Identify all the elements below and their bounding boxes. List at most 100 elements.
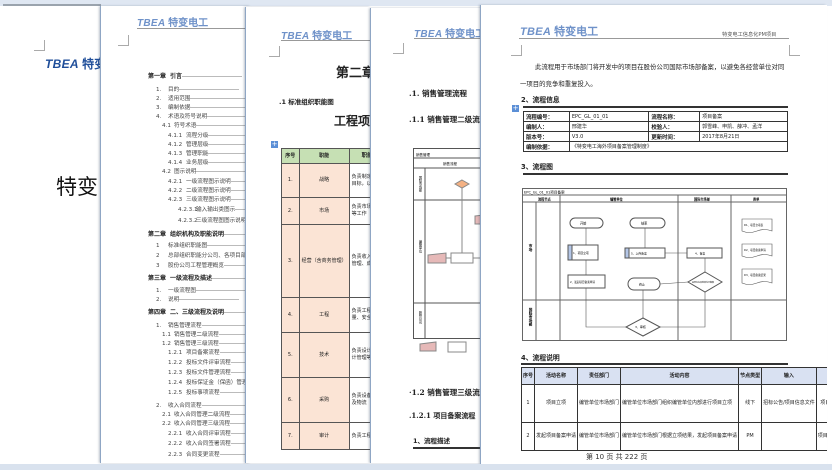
- toc-entry[interactable]: 2.适用范围: [156, 94, 251, 102]
- subsection-heading: 1、流程描述: [413, 437, 451, 445]
- toc-leader: [219, 392, 251, 393]
- toc-number: 1.: [156, 87, 162, 93]
- toc-leader: [218, 334, 251, 335]
- margin-mark: [269, 46, 280, 57]
- field-label: 流程编号：: [523, 111, 570, 122]
- toc-entry[interactable]: 2 总部组织职能分公司、各项目部: [156, 251, 251, 259]
- cell-desc: 负责制定公司战略规划、项目目标，以及投资决策: [348, 163, 371, 198]
- margin-mark: [789, 45, 800, 56]
- table-cell: 1: [520, 384, 536, 423]
- field-value: 《特变电工海外项目备案管理制度》: [568, 141, 789, 152]
- toc-leader: [230, 433, 251, 434]
- process-node-label: 5、上传备案: [631, 252, 647, 256]
- toc-number: 2.2.2: [168, 441, 183, 447]
- toc-entry[interactable]: 4.术语及符号说明: [156, 112, 251, 120]
- toc-number: 第四章: [148, 309, 167, 316]
- toc-entry[interactable]: 2.收入合同流程: [156, 401, 251, 409]
- toc-title: 投标保证金（保函）管理: [186, 380, 248, 386]
- review-node-label: 3、审核: [635, 324, 646, 329]
- toc-title: 一级流程图示说明: [186, 179, 231, 185]
- toc-entry[interactable]: 1.一级流程图: [156, 286, 251, 294]
- toc-number: 2: [156, 253, 160, 259]
- lane-header: 编管单位: [610, 197, 624, 202]
- table-row: 7.审计负责工程项目审计等职能: [281, 422, 371, 450]
- toc-title: 符号术语: [174, 123, 197, 129]
- table-move-handle[interactable]: +: [512, 104, 519, 112]
- toc-number: 4.1.4: [168, 160, 183, 166]
- toc-number: 第一章: [148, 73, 167, 80]
- toc-number: 3.: [156, 105, 162, 111]
- toc-number: 4.2: [162, 169, 171, 175]
- table-move-handle[interactable]: +: [271, 140, 278, 148]
- toc-title: 合同变更流程: [186, 452, 220, 458]
- cell-func: 技术: [298, 332, 350, 378]
- toc-leader: [230, 362, 251, 363]
- toc-entry[interactable]: 4.2.3.2三级流程图图示说明: [178, 216, 251, 224]
- toc-leader: [212, 278, 251, 279]
- toc-entry[interactable]: 1.销售管理流程: [156, 321, 251, 329]
- column-header: 输入: [761, 367, 817, 385]
- toc-entry[interactable]: 4.2.3.1输入输出类图示: [178, 205, 251, 213]
- toc-entry[interactable]: 2.说明: [156, 295, 240, 303]
- toc-number: 第二章: [148, 231, 167, 238]
- toc-leader: [229, 414, 251, 415]
- toc-chapter[interactable]: 第三章一级流程及描述: [148, 273, 251, 282]
- field-value: 邢建华: [568, 121, 650, 132]
- toc-number: 2.1: [162, 412, 171, 418]
- lane-header: 表单: [752, 197, 760, 202]
- section-heading: .1.1 销售管理二级流程: [409, 115, 486, 124]
- toc-number: 4.1.3: [168, 151, 183, 157]
- toc-number: 3: [156, 263, 160, 269]
- cover-subtitle: (: [99, 205, 101, 221]
- toc-number: 4.2.3.1: [178, 207, 198, 213]
- column-header: 序号: [520, 367, 536, 385]
- toc-number: 1.2.5: [168, 390, 183, 396]
- tbea-logo: TBEA 特变电工: [45, 57, 101, 71]
- lane-label: 股份公司: [418, 311, 422, 325]
- toc-entry[interactable]: 3.编制依据: [156, 103, 251, 111]
- column-header: 节点类型: [738, 367, 763, 385]
- intro-paragraph: 此流程用于市场部门将开发中的项目在股份公司国际市场部备案，以避免各经营单位对同一…: [520, 63, 785, 88]
- toc-title: 总部组织职能分公司、各项目部: [168, 253, 247, 259]
- toc-chapter[interactable]: 第一章引言: [148, 71, 243, 80]
- document-node: [741, 218, 773, 233]
- toc-entry[interactable]: 1.目的: [156, 85, 240, 93]
- table-cell: 项目立项: [534, 384, 579, 423]
- toc-leader: [208, 135, 251, 136]
- review-decision-node: [624, 317, 662, 337]
- process-node-label: 1、项目立项: [573, 251, 589, 255]
- field-value: V3.0: [568, 131, 650, 142]
- table-row: 2.市场负责市场开发、项目信息跟踪等工作: [281, 197, 371, 225]
- margin-mark: [393, 43, 404, 54]
- toc-chapter[interactable]: 第四章二、三级流程及说明: [148, 307, 251, 316]
- toc-number: 1.2.3: [168, 370, 183, 376]
- toc-chapter[interactable]: 第二章组织机构及职能说明: [148, 229, 251, 238]
- table-row: 6.采购负责设备材料、服务采购管理及物流: [281, 377, 371, 423]
- toc-leader: [230, 181, 251, 182]
- field-label: 更新时间：: [648, 131, 701, 142]
